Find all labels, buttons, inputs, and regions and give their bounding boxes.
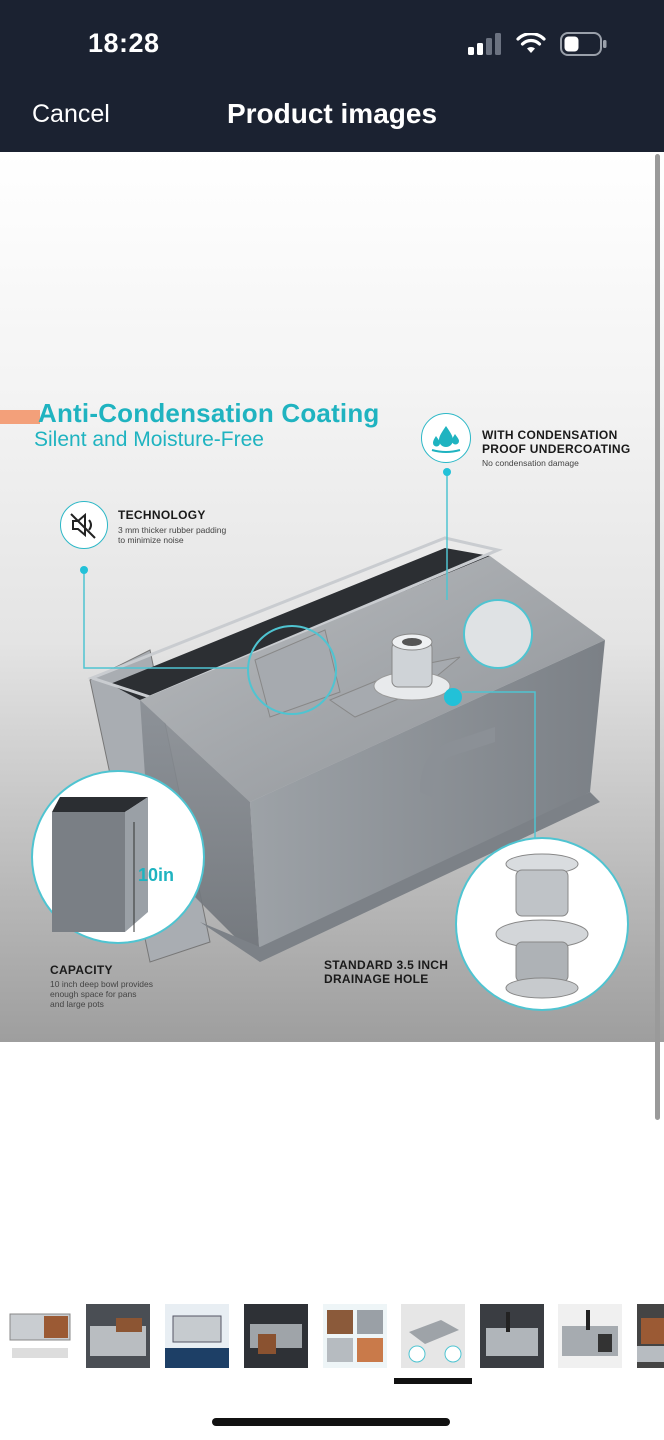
- home-indicator[interactable]: [212, 1418, 450, 1426]
- thumbnail-5[interactable]: [323, 1304, 387, 1368]
- capacity-body-3: and large pots: [50, 999, 104, 1009]
- capacity-title: CAPACITY: [50, 963, 113, 977]
- thumbnail-6-selected[interactable]: [401, 1304, 465, 1368]
- top-header: 18:28 Cancel Product images: [0, 0, 664, 152]
- status-icons: [468, 32, 608, 56]
- thumbnail-9[interactable]: [637, 1304, 664, 1368]
- condensation-body: No condensation damage: [482, 458, 579, 468]
- technology-title: TECHNOLOGY: [118, 508, 206, 522]
- condensation-title-1: WITH CONDENSATION: [482, 428, 618, 442]
- status-time: 18:28: [88, 28, 160, 58]
- condensation-title-2: PROOF UNDERCOATING: [482, 442, 631, 456]
- drain-title-2: DRAINAGE HOLE: [324, 972, 429, 986]
- main-product-image[interactable]: Anti-Condensation Coating Silent and Moi…: [0, 152, 664, 1042]
- capacity-body-2: enough space for pans: [50, 989, 137, 999]
- thumbnail-8[interactable]: [558, 1304, 622, 1368]
- image-headline: Anti-Condensation Coating: [38, 398, 380, 428]
- wifi-icon: [516, 33, 546, 53]
- thumbnail-3[interactable]: [165, 1304, 229, 1368]
- sink-illustration: [31, 468, 629, 1011]
- water-drops-icon: [421, 413, 471, 463]
- vertical-scrollbar[interactable]: [655, 154, 660, 1120]
- accent-bar: [0, 410, 40, 424]
- battery-icon: [560, 32, 607, 56]
- technology-body-1: 3 mm thicker rubber padding: [118, 525, 227, 535]
- thumbnail-2[interactable]: [86, 1304, 150, 1368]
- thumbnail-strip[interactable]: [0, 1304, 664, 1374]
- depth-label: 10in: [138, 865, 175, 885]
- signal-icon: [468, 33, 501, 55]
- capacity-body-1: 10 inch deep bowl provides: [50, 979, 154, 989]
- drain-title-1: STANDARD 3.5 INCH: [324, 958, 449, 972]
- page-title: Product images: [226, 98, 438, 129]
- thumbnail-4[interactable]: [244, 1304, 308, 1368]
- cancel-button[interactable]: Cancel: [32, 100, 110, 128]
- selected-thumbnail-indicator: [394, 1378, 472, 1384]
- mute-speaker-icon: [60, 501, 108, 549]
- image-subheadline: Silent and Moisture-Free: [34, 428, 264, 451]
- thumbnail-7[interactable]: [480, 1304, 544, 1368]
- thumbnail-1[interactable]: [8, 1304, 72, 1368]
- image-viewer[interactable]: Anti-Condensation Coating Silent and Moi…: [0, 152, 664, 1282]
- technology-body-2: to minimize noise: [118, 535, 184, 545]
